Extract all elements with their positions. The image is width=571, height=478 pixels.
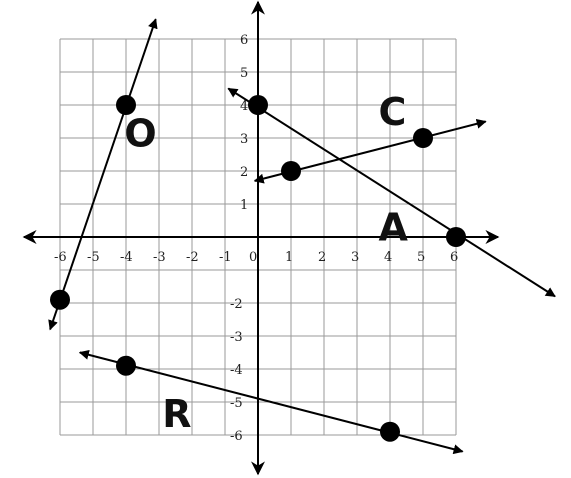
x-tick-label: -5 (87, 250, 100, 265)
line-O-stroke (48, 18, 158, 331)
point-on-line-C (281, 161, 301, 181)
y-tick-label: -6 (230, 429, 243, 444)
y-tick-label: -4 (230, 363, 243, 378)
point-on-line-A (446, 227, 466, 247)
point-on-line-C (413, 128, 433, 148)
plotted-lines: O A C R (48, 18, 556, 455)
point-on-line-A (248, 95, 268, 115)
line-label-O: O (124, 111, 156, 155)
x-tick-label: 4 (384, 250, 392, 265)
x-tick-label: -1 (219, 250, 232, 265)
x-tick-label: 3 (351, 250, 359, 265)
y-tick-label: -3 (230, 330, 243, 345)
line-C: C (253, 90, 487, 184)
point-on-line-O (50, 289, 70, 310)
x-tick-label: 5 (417, 250, 425, 265)
y-tick-label: 5 (240, 66, 248, 81)
x-tick-label: -6 (54, 250, 67, 265)
x-tick-label: -3 (153, 250, 166, 265)
y-tick-label: 2 (240, 165, 248, 180)
line-label-A: A (378, 205, 408, 249)
x-tick-label: 6 (450, 250, 458, 265)
y-tick-label: -5 (230, 396, 243, 411)
x-tick-label: -4 (120, 250, 133, 265)
line-R: R (78, 349, 464, 455)
point-on-line-R (380, 421, 400, 442)
line-label-C: C (378, 90, 406, 134)
axes (22, 0, 500, 476)
x-tick-label: 1 (285, 250, 293, 265)
point-on-line-R (116, 355, 136, 376)
line-O: O (48, 18, 158, 331)
y-tick-label: 3 (240, 132, 248, 147)
y-tick-label: 6 (240, 33, 248, 48)
point-on-line-O (116, 95, 136, 115)
line-label-R: R (162, 392, 191, 436)
x-tick-label: 2 (318, 250, 326, 265)
x-tick-label: 0 (249, 250, 257, 265)
y-tick-label: 1 (240, 198, 248, 213)
x-tick-label: -2 (186, 250, 199, 265)
y-tick-label: -2 (230, 297, 243, 312)
